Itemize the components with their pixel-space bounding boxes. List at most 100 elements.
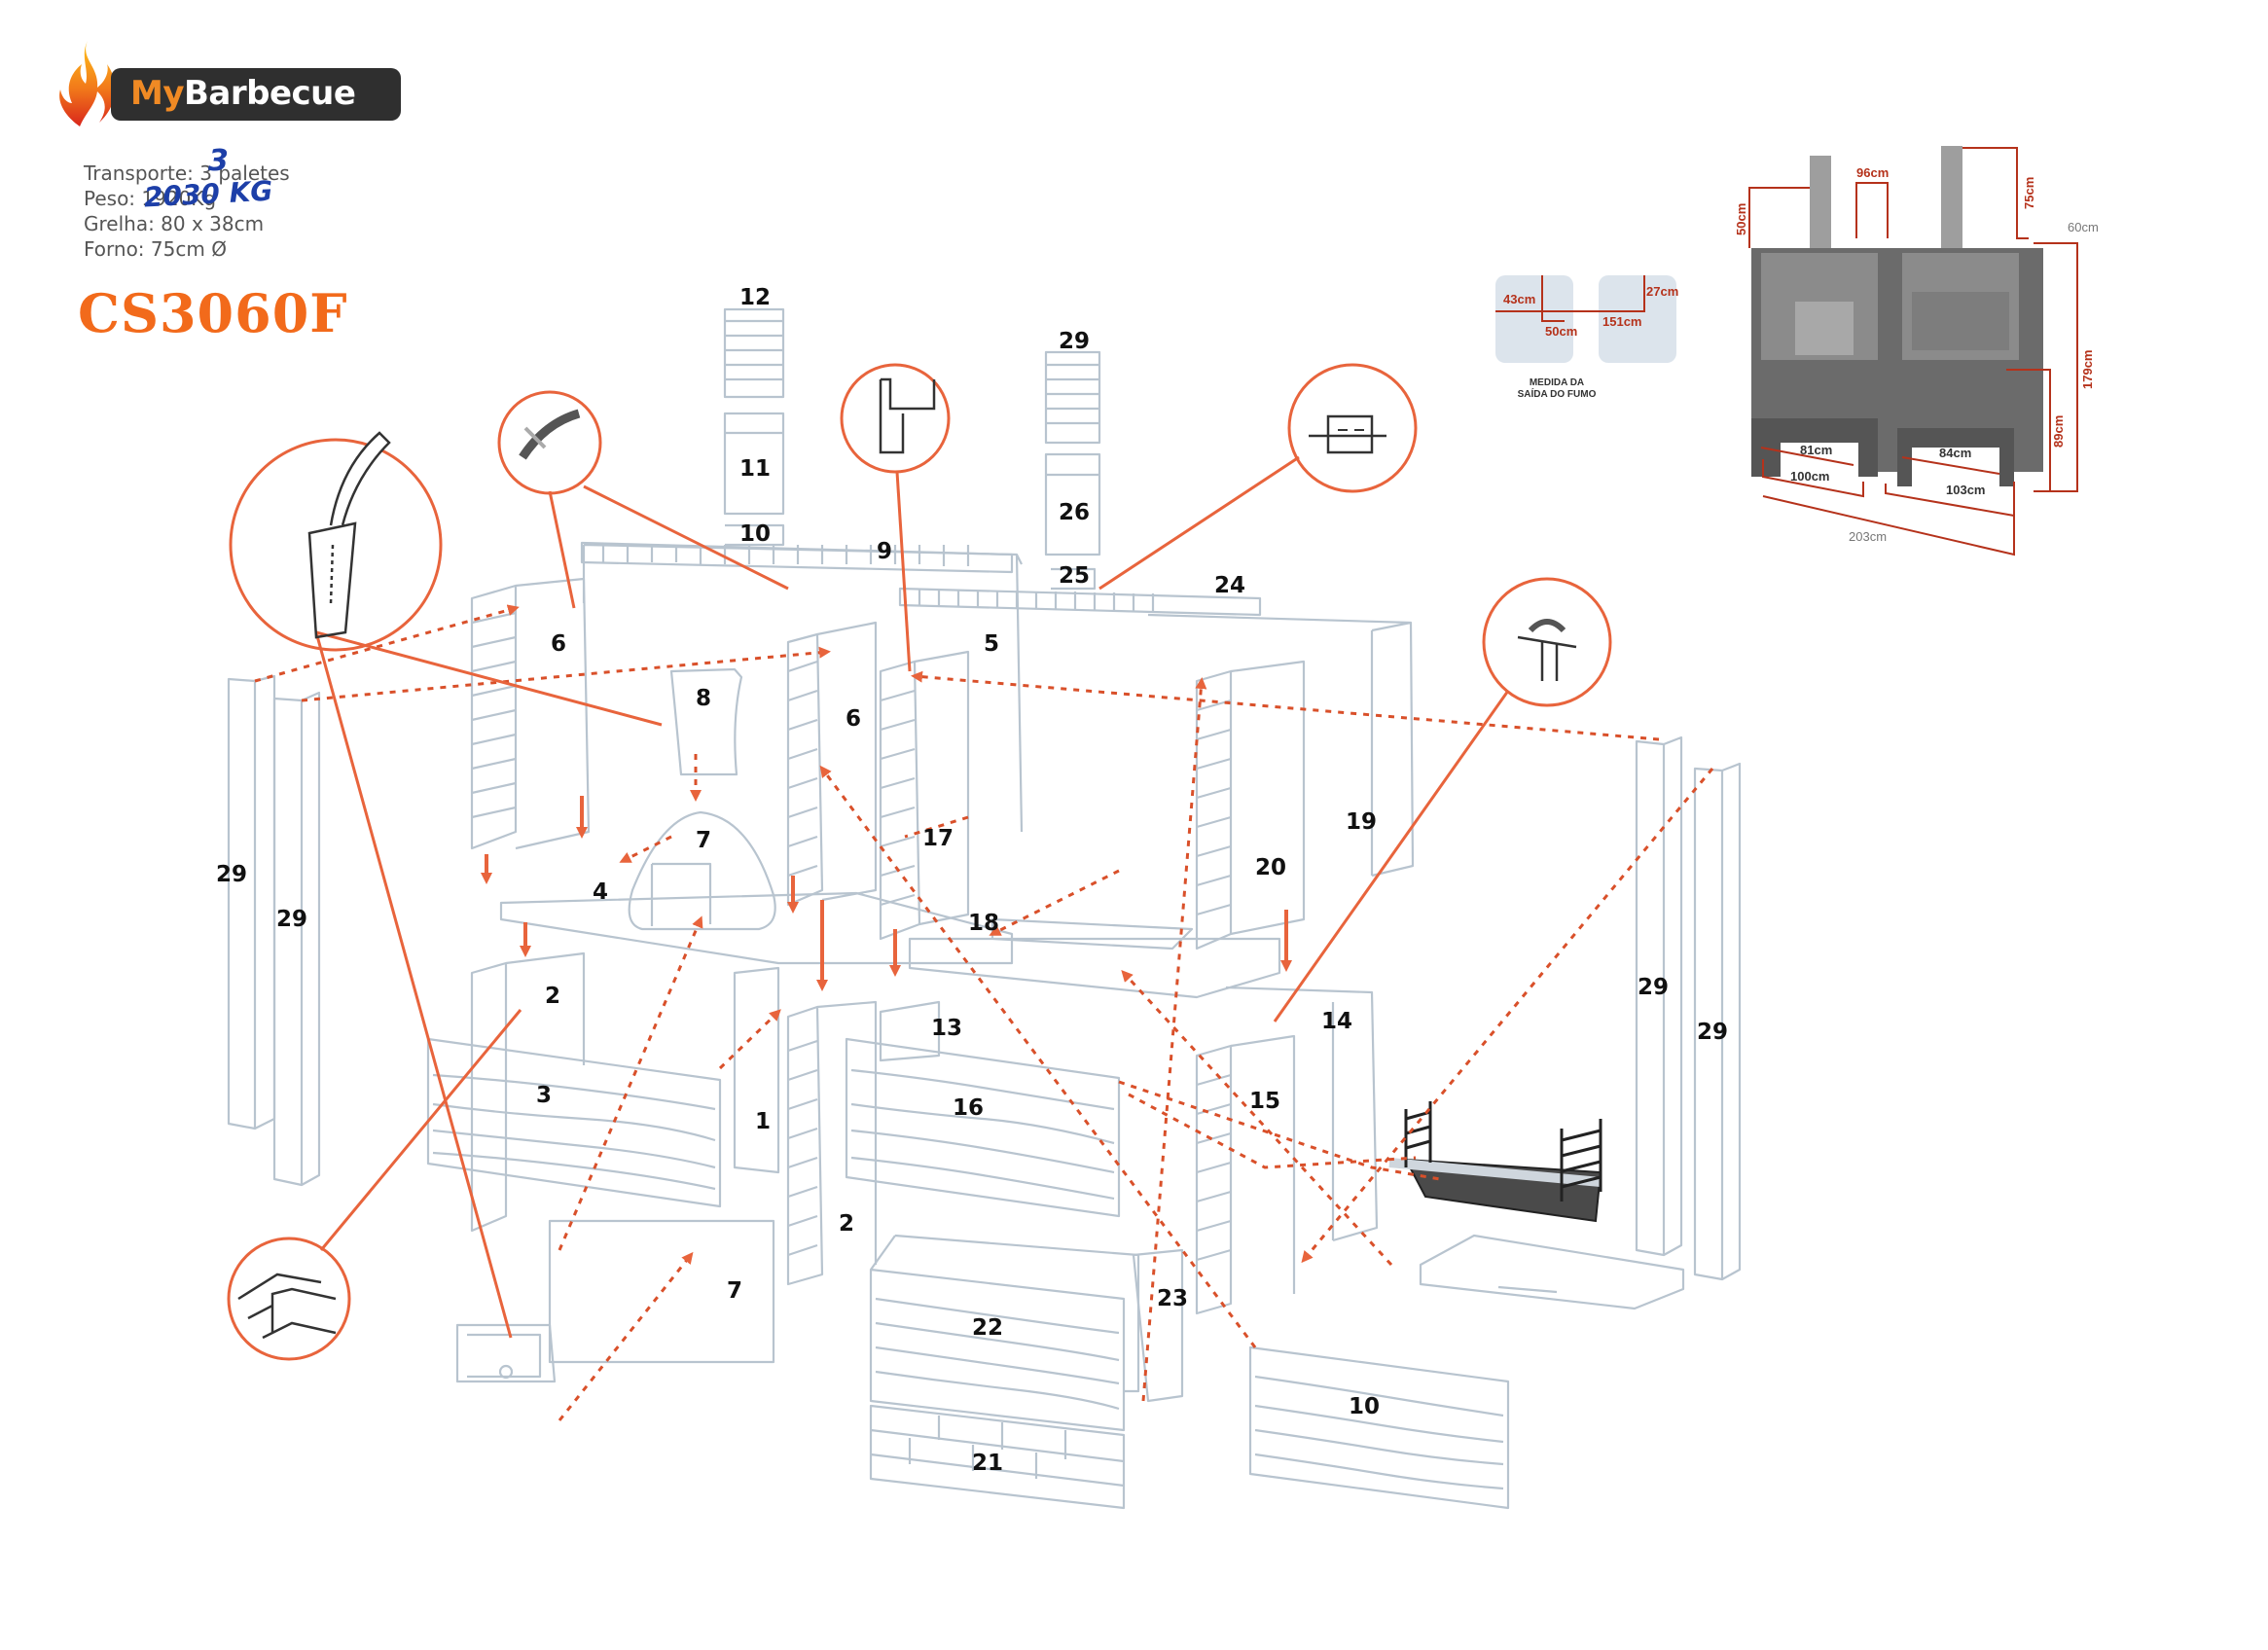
wall-15 [879, 1000, 941, 1062]
pillar-left-1 [227, 674, 276, 1130]
smoke-dim-151: 151cm [1602, 314, 1642, 329]
dim-right-inner: 84cm [1939, 446, 1972, 460]
oven-door [455, 1323, 557, 1383]
part-label-16: 14 [1320, 1009, 1353, 1034]
part-label-12: 10 [738, 521, 772, 547]
part-label-26: 24 [1213, 573, 1246, 598]
spec-weight: Peso: 1920Kg [84, 187, 217, 210]
spec-grill: Grelha: 80 x 38cm [84, 212, 265, 235]
part-label-13: 11 [738, 456, 772, 482]
smoke-outlet-diagram [1495, 275, 1676, 363]
panel-18 [845, 1037, 1121, 1218]
part-label-20: 18 [967, 911, 1000, 936]
part-label-29-chimney: 29 [1058, 329, 1091, 354]
spec-transport: Transporte: 3 paletes [84, 161, 290, 185]
part-label-15: 13 [930, 1016, 963, 1041]
corner-clip-detail [1482, 577, 1612, 707]
part-label-10: 10 [1348, 1394, 1381, 1419]
slab-11 [580, 541, 1014, 574]
part-label-23: 21 [971, 1451, 1004, 1476]
panel-10 [1248, 1345, 1510, 1510]
drop-arrows [481, 796, 1292, 991]
part-label-1: 1 [754, 1109, 772, 1134]
part-label-11: 9 [876, 539, 893, 564]
wall-16 [1225, 986, 1379, 1242]
part-label-25: 23 [1156, 1286, 1189, 1311]
chimney-ring-detail [1287, 363, 1418, 493]
part-label-7: 7 [726, 1278, 743, 1304]
smoke-dim-43: 43cm [1503, 292, 1536, 306]
dim-right-width: 103cm [1946, 483, 1986, 497]
tongue-groove-detail [227, 1237, 351, 1361]
model-code: CS3060F [78, 282, 348, 344]
part-label-4: 4 [592, 879, 609, 905]
part-label-29-right1: 29 [1637, 975, 1670, 1000]
pillar-right-2 [1693, 762, 1742, 1281]
dim-counter-height: 89cm [2051, 414, 2066, 448]
smoke-dim-50: 50cm [1545, 324, 1578, 339]
part-label-27: 25 [1058, 563, 1091, 589]
product-dimension-lines [1748, 147, 2078, 556]
pillar-left-2 [272, 691, 321, 1187]
clip-detail [497, 390, 602, 495]
flame-icon [59, 41, 116, 126]
smoke-outlet-caption: MEDIDA DA SAÍDA DO FUMO [1517, 377, 1597, 400]
spec-oven: Forno: 75cm Ø [84, 237, 227, 261]
dim-total-height: 179cm [2080, 349, 2095, 389]
assembly-guides [254, 604, 1714, 1421]
chimney-27 [1051, 567, 1097, 591]
part-label-5: 5 [983, 631, 1000, 657]
part-label-8: 7 [695, 828, 712, 853]
part-label-6b: 6 [845, 706, 862, 732]
smoke-dim-27: 27cm [1646, 284, 1679, 299]
part-label-17: 15 [1248, 1089, 1281, 1114]
part-label-29-left2: 29 [275, 907, 308, 932]
part-label-18: 16 [952, 1095, 985, 1121]
spec-list: Transporte: 3 paletes Peso: 1920Kg Grelh… [84, 147, 290, 262]
chimney-28 [1044, 452, 1101, 556]
dim-depth: 60cm [2068, 220, 2099, 234]
chimney-13 [723, 412, 785, 516]
callout-interiors [237, 377, 1577, 1340]
dim-total-width: 203cm [1849, 529, 1888, 544]
vault-piece-9 [669, 667, 743, 776]
part-label-24: 22 [971, 1315, 1004, 1341]
wall-25 [1132, 1248, 1184, 1403]
part-label-2a: 2 [544, 984, 561, 1009]
handwritten-pallets: 3 [208, 144, 229, 178]
wall-17 [1195, 1034, 1296, 1315]
part-label-29-left1: 29 [215, 862, 248, 887]
wall-22 [1195, 660, 1306, 951]
brick-base-23 [869, 1404, 1126, 1510]
dim-left-width: 100cm [1790, 469, 1830, 484]
dim-chimney-gap: 96cm [1856, 165, 1890, 180]
dim-chimney-left: 50cm [1734, 202, 1748, 235]
chimney-14 [723, 307, 785, 399]
wall-6-mid [786, 621, 878, 907]
pillar-right-1 [1635, 735, 1683, 1257]
dim-chimney-right: 75cm [2022, 176, 2036, 209]
base-slab-7 [548, 1219, 775, 1364]
l-joint-detail [840, 363, 951, 474]
pipe-joint-detail [229, 438, 443, 652]
wall-2-mid [786, 1000, 878, 1286]
panel-24 [869, 1234, 1140, 1432]
oven-dome-8 [628, 810, 776, 931]
part-label-22: 20 [1254, 855, 1287, 880]
grill-rack [1388, 1101, 1602, 1223]
slab-26 [898, 587, 1262, 617]
part-label-3: 3 [535, 1083, 553, 1108]
wall-2-left [470, 951, 586, 1233]
wall-21 [1147, 613, 1415, 878]
back-wall [582, 543, 1024, 833]
part-label-14: 12 [738, 285, 772, 310]
dim-left-inner: 81cm [1800, 443, 1833, 457]
product-photo [1751, 146, 2043, 486]
logo-text: MyBarbecue [130, 74, 356, 113]
part-label-2b: 2 [838, 1211, 855, 1237]
part-label-28: 26 [1058, 500, 1091, 525]
part-label-19: 17 [921, 826, 954, 851]
part-label-9: 8 [695, 686, 712, 711]
part-label-6a: 6 [550, 631, 567, 657]
